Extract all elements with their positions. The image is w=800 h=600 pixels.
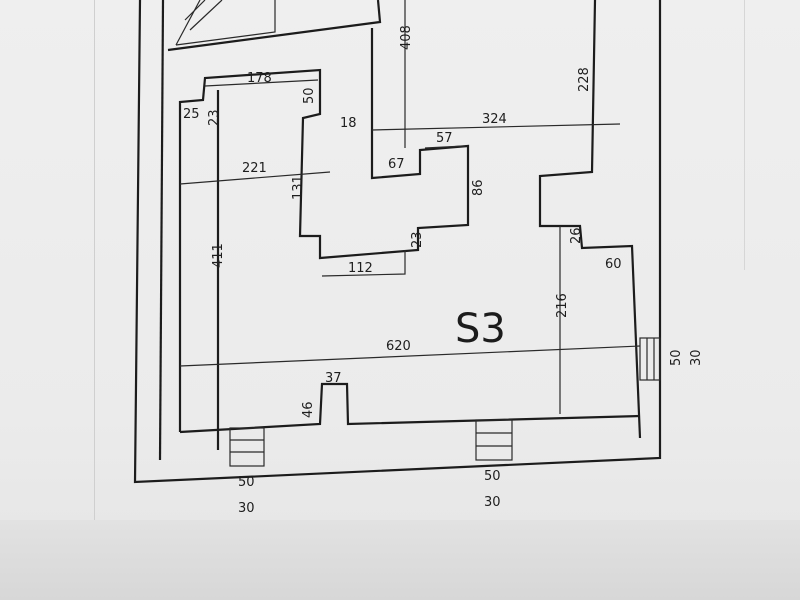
room-label: S3	[455, 306, 506, 352]
paper-fold-line-right	[744, 0, 745, 270]
corridor-walls	[178, 0, 642, 439]
dimension-label: 67	[388, 157, 405, 172]
dimension-label: 411	[211, 243, 226, 268]
outer-walls	[133, 0, 662, 484]
upper-stair-area	[167, 0, 382, 52]
dimension-label: 30	[484, 495, 501, 510]
dimension-label: 23	[207, 109, 222, 126]
dimension-label: 50	[302, 87, 317, 104]
dimension-label: 25	[183, 107, 200, 122]
dimension-label: 26	[569, 227, 584, 244]
dimension-label: 37	[325, 371, 342, 386]
dimension-label: 30	[689, 349, 704, 366]
dimension-label: 23	[410, 231, 425, 248]
dimension-label: 408	[399, 25, 414, 50]
dimension-label: 131	[291, 175, 306, 200]
dimension-label: 30	[238, 501, 255, 516]
paper-fold-line-left	[94, 0, 95, 545]
dimension-label: 228	[577, 67, 592, 92]
door-steps-left	[229, 427, 265, 467]
dimension-label: 112	[348, 261, 373, 276]
door-steps-middle	[475, 419, 513, 461]
dimension-label: 216	[555, 293, 570, 318]
dimension-label: 18	[340, 116, 357, 131]
dimension-label: 620	[386, 339, 411, 354]
door-steps-right	[639, 337, 661, 381]
main-room-walls	[179, 90, 641, 450]
dimension-label: 46	[301, 401, 316, 418]
dimension-label: 50	[484, 469, 501, 484]
dimension-label: 324	[482, 112, 507, 127]
dimension-label: 178	[247, 71, 272, 86]
dimension-label: 57	[436, 131, 453, 146]
dimension-label: 50	[669, 349, 684, 366]
dimension-lines	[179, 0, 641, 414]
dimension-label: 221	[242, 161, 267, 176]
dimension-label: 50	[238, 475, 255, 490]
dimension-label: 86	[471, 179, 486, 196]
scan-bottom-band	[0, 520, 800, 600]
dimension-label: 60	[605, 257, 622, 272]
